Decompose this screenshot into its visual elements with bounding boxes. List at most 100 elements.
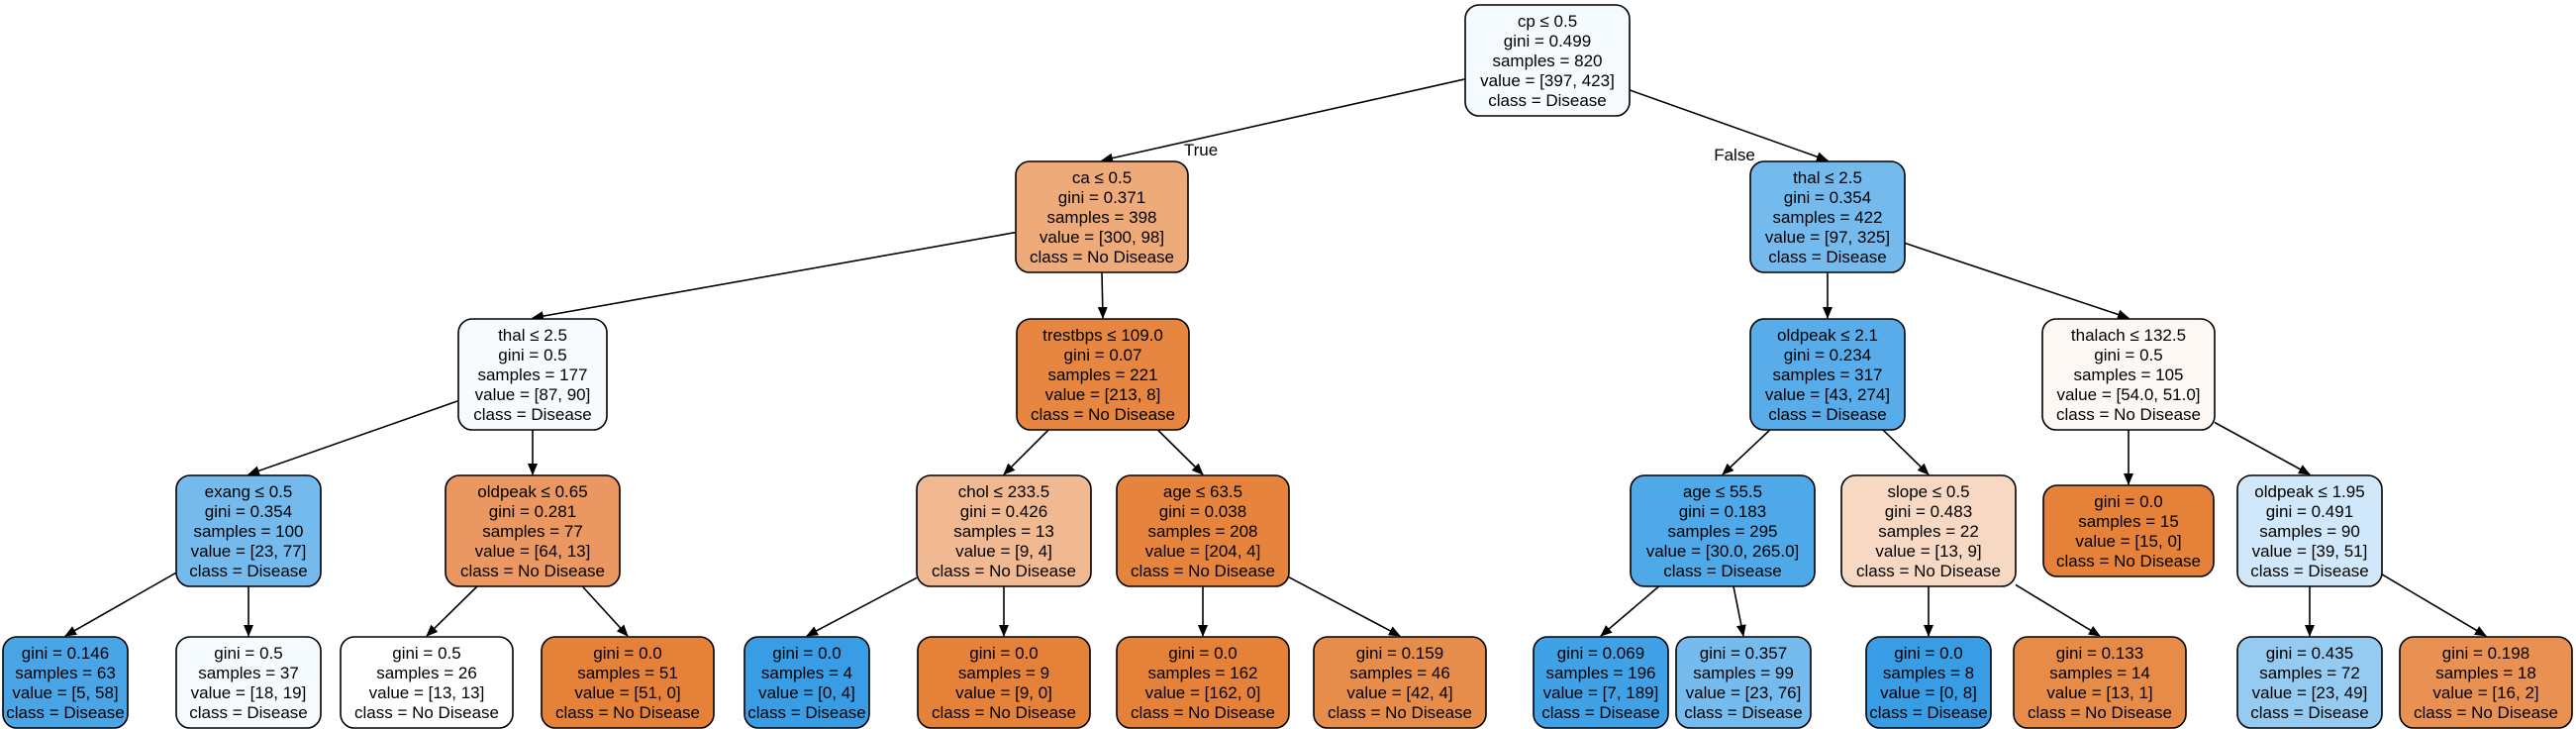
tree-node-line: value = [87, 90] xyxy=(475,385,591,404)
tree-node-line: gini = 0.0 xyxy=(1168,644,1237,663)
tree-node-line: value = [97, 325] xyxy=(1765,228,1890,247)
tree-node-line: gini = 0.5 xyxy=(214,644,282,663)
tree-node-line: class = No Disease xyxy=(1856,562,2001,580)
tree-node-line: class = No Disease xyxy=(1030,248,1174,266)
tree-node-line: class = No Disease xyxy=(354,703,499,722)
tree-node-line: gini = 0.354 xyxy=(205,502,292,521)
tree-node-line: exang ≤ 0.5 xyxy=(205,482,293,501)
tree-node-line: class = No Disease xyxy=(2056,552,2201,571)
tree-node-box xyxy=(175,636,322,729)
tree-node-line: gini = 0.281 xyxy=(489,502,576,521)
tree-node-line: samples = 37 xyxy=(198,664,299,682)
tree-node-line: gini = 0.0 xyxy=(2094,492,2162,511)
tree-edge xyxy=(1288,576,1401,637)
tree-edge xyxy=(426,585,478,637)
tree-node-line: gini = 0.198 xyxy=(2442,644,2529,663)
tree-node-line: value = [9, 0] xyxy=(955,683,1052,702)
tree-node-line: class = No Disease xyxy=(2056,405,2201,424)
tree-node-line: gini = 0.183 xyxy=(1679,502,1766,521)
tree-node-line: class = Disease xyxy=(1684,703,1803,722)
tree-node-line: samples = 196 xyxy=(1545,664,1655,682)
tree-node-line: class = Disease xyxy=(189,703,308,722)
tree-edge xyxy=(1733,585,1746,637)
tree-node-line: samples = 51 xyxy=(577,664,678,682)
tree-edge xyxy=(2015,583,2101,637)
tree-node-line: value = [13, 9] xyxy=(1875,542,1981,561)
tree-node-line: samples = 295 xyxy=(1667,522,1777,541)
tree-node-line: samples = 177 xyxy=(477,365,587,384)
tree-node-line: samples = 14 xyxy=(2049,664,2150,682)
tree-node-line: class = Disease xyxy=(1768,405,1887,424)
tree-node-line: class = Disease xyxy=(2250,562,2369,580)
tree-node-line: value = [30.0, 265.0] xyxy=(1646,542,1800,561)
tree-node-box xyxy=(2042,484,2215,577)
tree-node-line: value = [213, 8] xyxy=(1045,385,1161,404)
tree-node-line: gini = 0.5 xyxy=(2094,346,2162,364)
tree-node-box xyxy=(2236,474,2383,587)
tree-node-line: gini = 0.0 xyxy=(772,644,841,663)
tree-node-line: value = [13, 1] xyxy=(2046,683,2152,702)
tree-node-line: value = [42, 4] xyxy=(1346,683,1452,702)
tree-node-line: value = [18, 19] xyxy=(191,683,307,702)
tree-node-line: age ≤ 55.5 xyxy=(1683,482,1762,501)
tree-node-line: samples = 77 xyxy=(482,522,583,541)
tree-node-box xyxy=(1464,4,1631,117)
tree-node-line: gini = 0.133 xyxy=(2056,644,2143,663)
tree-node-line: gini = 0.0 xyxy=(1894,644,1962,663)
tree-edge xyxy=(532,231,1017,322)
tree-node-line: value = [54.0, 51.0] xyxy=(2056,385,2200,404)
tree-node-box xyxy=(1840,474,2017,587)
tree-node-line: samples = 90 xyxy=(2259,522,2360,541)
tree-node-line: class = Disease xyxy=(473,405,592,424)
tree-node-line: value = [23, 76] xyxy=(1686,683,1802,702)
tree-node-line: chol ≤ 233.5 xyxy=(958,482,1050,501)
tree-node-line: samples = 105 xyxy=(2073,365,2183,384)
tree-node-box xyxy=(917,636,1091,729)
tree-node-line: gini = 0.491 xyxy=(2266,502,2353,521)
tree-node-line: class = Disease xyxy=(1488,91,1607,110)
tree-edge xyxy=(2381,573,2487,637)
tree-node-line: class = No Disease xyxy=(460,562,605,580)
tree-node-line: class = Disease xyxy=(189,562,308,580)
tree-node-line: class = No Disease xyxy=(1131,703,1275,722)
tree-edge xyxy=(1882,429,1930,475)
tree-node-line: class = No Disease xyxy=(1131,562,1275,580)
tree-node-line: samples = 317 xyxy=(1772,365,1882,384)
tree-node-line: class = Disease xyxy=(2250,703,2369,722)
tree-node-line: gini = 0.146 xyxy=(22,644,109,663)
tree-node-line: gini = 0.038 xyxy=(1159,502,1246,521)
tree-node-line: gini = 0.07 xyxy=(1064,346,1142,364)
tree-node-line: trestbps ≤ 109.0 xyxy=(1042,326,1163,345)
tree-node-line: samples = 63 xyxy=(15,664,116,682)
tree-node-box xyxy=(1313,636,1487,729)
tree-node-box xyxy=(1533,636,1669,729)
edge-label-true: True xyxy=(1184,141,1218,159)
tree-node-line: samples = 398 xyxy=(1046,208,1156,227)
tree-node-line: thalach ≤ 132.5 xyxy=(2071,326,2186,345)
tree-node-line: value = [51, 0] xyxy=(574,683,680,702)
tree-node-box xyxy=(175,474,322,587)
tree-node-line: samples = 18 xyxy=(2435,664,2536,682)
tree-node-line: gini = 0.0 xyxy=(593,644,661,663)
tree-node-line: samples = 820 xyxy=(1492,52,1602,70)
tree-node-line: value = [397, 423] xyxy=(1480,71,1615,90)
tree-edge xyxy=(1722,429,1771,475)
tree-node-line: value = [39, 51] xyxy=(2252,542,2368,561)
tree-node-line: class = No Disease xyxy=(932,703,1076,722)
tree-node-line: class = No Disease xyxy=(932,562,1076,580)
tree-node-line: class = No Disease xyxy=(555,703,700,722)
tree-node-line: gini = 0.435 xyxy=(2266,644,2353,663)
tree-edge xyxy=(248,399,459,476)
